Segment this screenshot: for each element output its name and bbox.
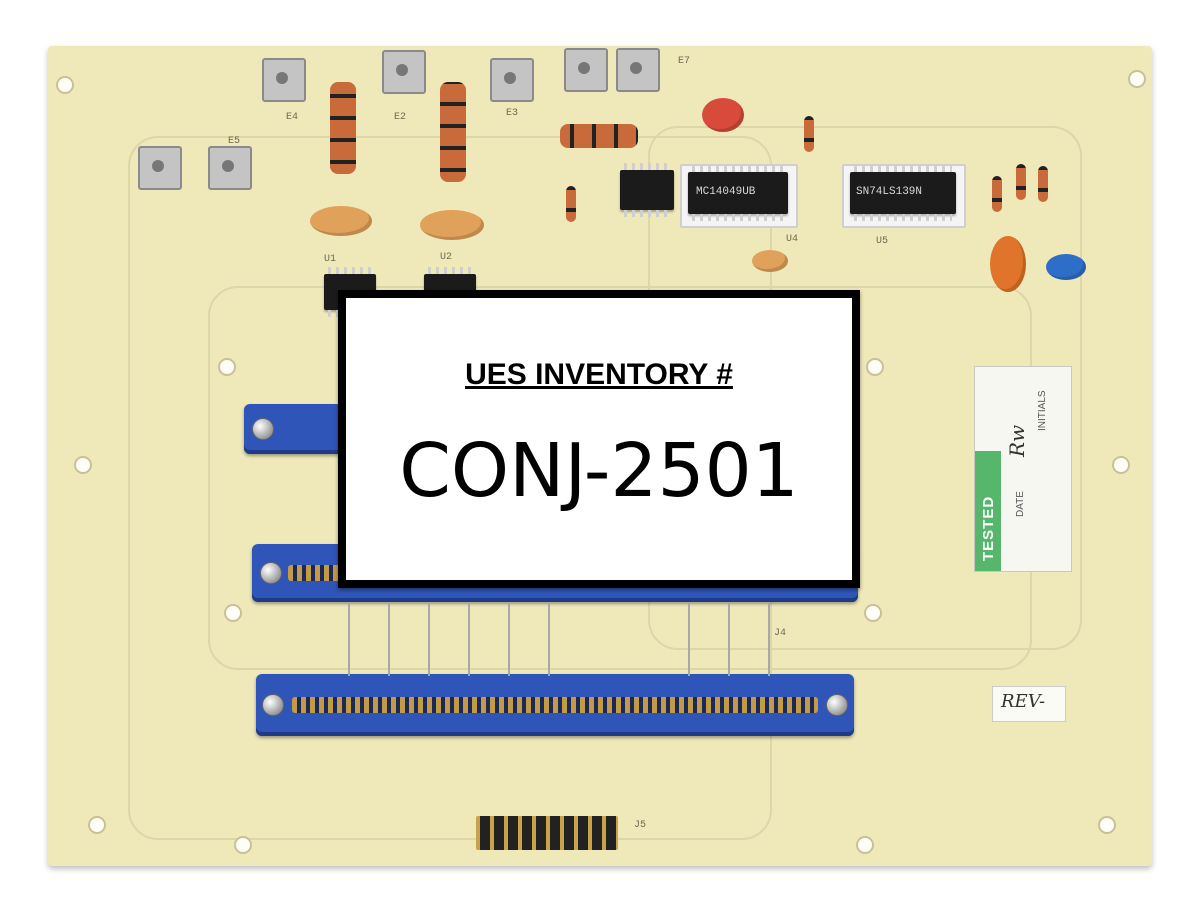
date-field-label: DATE	[1015, 491, 1026, 517]
tested-band	[975, 451, 1001, 571]
terminal-tab-e4	[262, 58, 306, 102]
screw-icon	[262, 694, 284, 716]
terminal-tab-e7b	[616, 48, 660, 92]
capacitor	[310, 206, 372, 236]
mounting-hole	[1128, 70, 1146, 88]
screw-icon	[252, 418, 274, 440]
capacitor	[990, 236, 1026, 292]
designator-u2: U2	[440, 252, 453, 263]
component-lead	[688, 602, 690, 676]
capacitor	[1046, 254, 1086, 280]
resistor	[566, 186, 576, 222]
resistor	[804, 116, 814, 152]
mounting-hole	[234, 836, 252, 854]
component-lead	[508, 602, 510, 676]
designator-e7: E7	[678, 56, 691, 67]
capacitor	[420, 210, 484, 240]
designator-u5: U5	[876, 236, 889, 247]
inventory-heading: UES INVENTORY #	[465, 358, 733, 391]
mounting-hole	[88, 816, 106, 834]
resistor	[330, 82, 356, 174]
component-lead	[768, 602, 770, 676]
pin-header-j5	[476, 816, 618, 850]
mounting-hole	[218, 358, 236, 376]
component-lead	[728, 602, 730, 676]
screw-icon	[260, 562, 282, 584]
mounting-hole	[74, 456, 92, 474]
resistor	[1016, 164, 1026, 200]
component-lead	[428, 602, 430, 676]
designator-j4: J4	[774, 628, 787, 639]
designator-j5: J5	[634, 820, 647, 831]
inventory-number: CONJ-2501	[399, 428, 799, 514]
designator-u1: U1	[324, 254, 337, 265]
terminal-tab-e3	[490, 58, 534, 102]
mounting-hole	[56, 76, 74, 94]
mounting-hole	[1112, 456, 1130, 474]
component-lead	[548, 602, 550, 676]
component-lead	[388, 602, 390, 676]
tested-sticker: TESTED DATE INITIALS Rw	[974, 366, 1072, 572]
capacitor	[752, 250, 788, 272]
ic-u4	[688, 165, 788, 221]
chip-marking-u4: MC14049UB	[696, 186, 756, 198]
initials-field-label: INITIALS	[1037, 390, 1048, 431]
designator-e3: E3	[506, 108, 519, 119]
screw-icon	[826, 694, 848, 716]
tested-word: TESTED	[980, 495, 997, 561]
terminal-tab-e2	[382, 50, 426, 94]
terminal-tab-e5a	[138, 146, 182, 190]
terminal-tab-e7a	[564, 48, 608, 92]
revision-text: REV-	[1001, 691, 1046, 712]
designator-e5: E5	[228, 136, 241, 147]
edge-connector-bottom	[256, 674, 854, 736]
mounting-hole	[864, 604, 882, 622]
mounting-hole	[856, 836, 874, 854]
ic-u5	[850, 165, 956, 221]
mounting-hole	[1098, 816, 1116, 834]
mounting-hole	[224, 604, 242, 622]
resistor	[1038, 166, 1048, 202]
chip-marking-u5: SN74LS139N	[856, 186, 923, 198]
designator-e2: E2	[394, 112, 407, 123]
revision-label: REV-	[992, 686, 1066, 722]
inventory-label-inner: UES INVENTORY # CONJ-2501	[344, 296, 854, 582]
mounting-hole	[866, 358, 884, 376]
resistor	[560, 124, 638, 148]
inventory-label: UES INVENTORY # CONJ-2501	[338, 290, 860, 588]
resistor	[440, 82, 466, 182]
capacitor	[702, 98, 744, 132]
ic-u3	[620, 163, 674, 217]
handwritten-initials: Rw	[1005, 424, 1029, 457]
terminal-tab-e5b	[208, 146, 252, 190]
component-lead	[348, 602, 350, 676]
component-lead	[468, 602, 470, 676]
resistor	[992, 176, 1002, 212]
designator-u4: U4	[786, 234, 799, 245]
connector-slot	[292, 697, 818, 713]
designator-e4: E4	[286, 112, 299, 123]
